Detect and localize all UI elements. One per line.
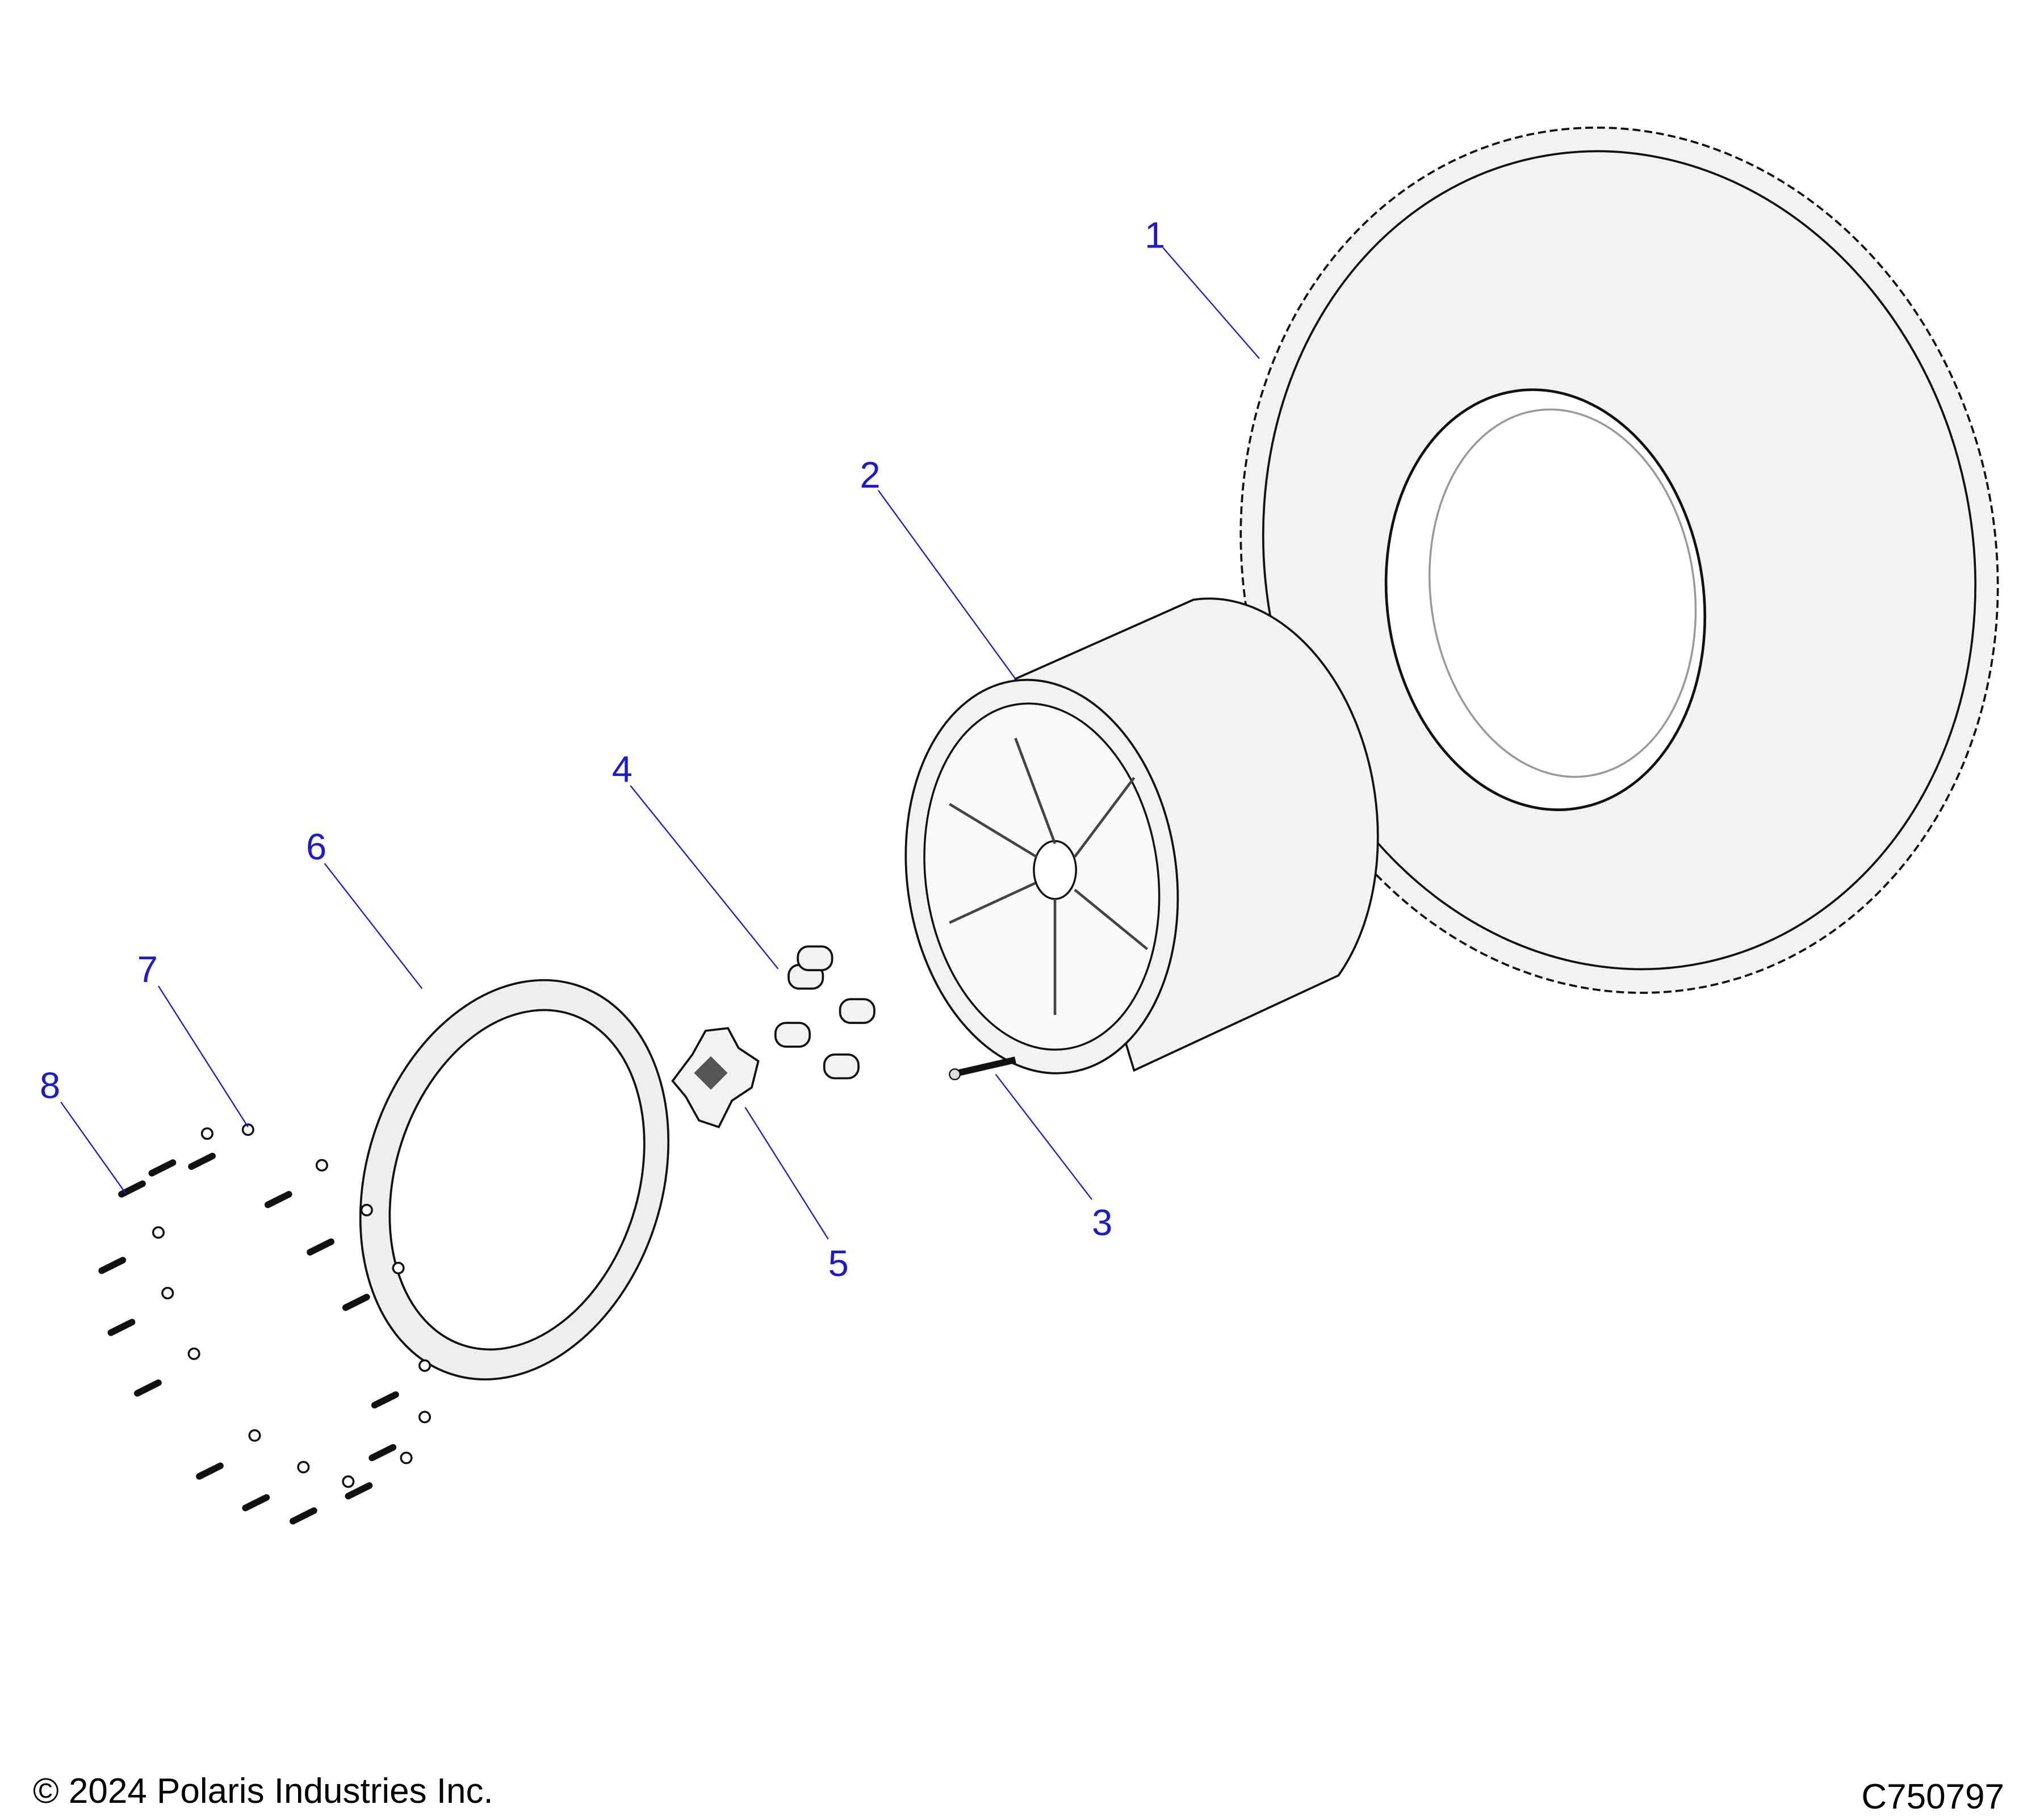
bolts[interactable] — [98, 1152, 399, 1525]
callout-8: 8 — [40, 1064, 60, 1106]
callout-4: 4 — [612, 748, 633, 790]
washers[interactable] — [152, 1123, 432, 1488]
callout-5: 5 — [828, 1243, 849, 1284]
callout-2: 2 — [860, 454, 880, 496]
tire[interactable] — [1161, 57, 2044, 1064]
callout-1: 1 — [1145, 215, 1165, 256]
callout-3: 3 — [1092, 1202, 1112, 1243]
callout-6: 6 — [306, 826, 326, 867]
drawing-number: C750797 — [1861, 1777, 2004, 1816]
copyright-notice: © 2024 Polaris Industries Inc. — [33, 1772, 493, 1811]
center-cap[interactable] — [671, 1027, 760, 1128]
beadlock-ring[interactable] — [311, 940, 718, 1420]
leader-lines — [60, 247, 1260, 1240]
valve-stem[interactable] — [949, 1056, 1016, 1081]
callout-7: 7 — [137, 949, 158, 990]
lug-caps[interactable] — [774, 945, 876, 1080]
wheel-rim[interactable] — [881, 597, 1379, 1092]
